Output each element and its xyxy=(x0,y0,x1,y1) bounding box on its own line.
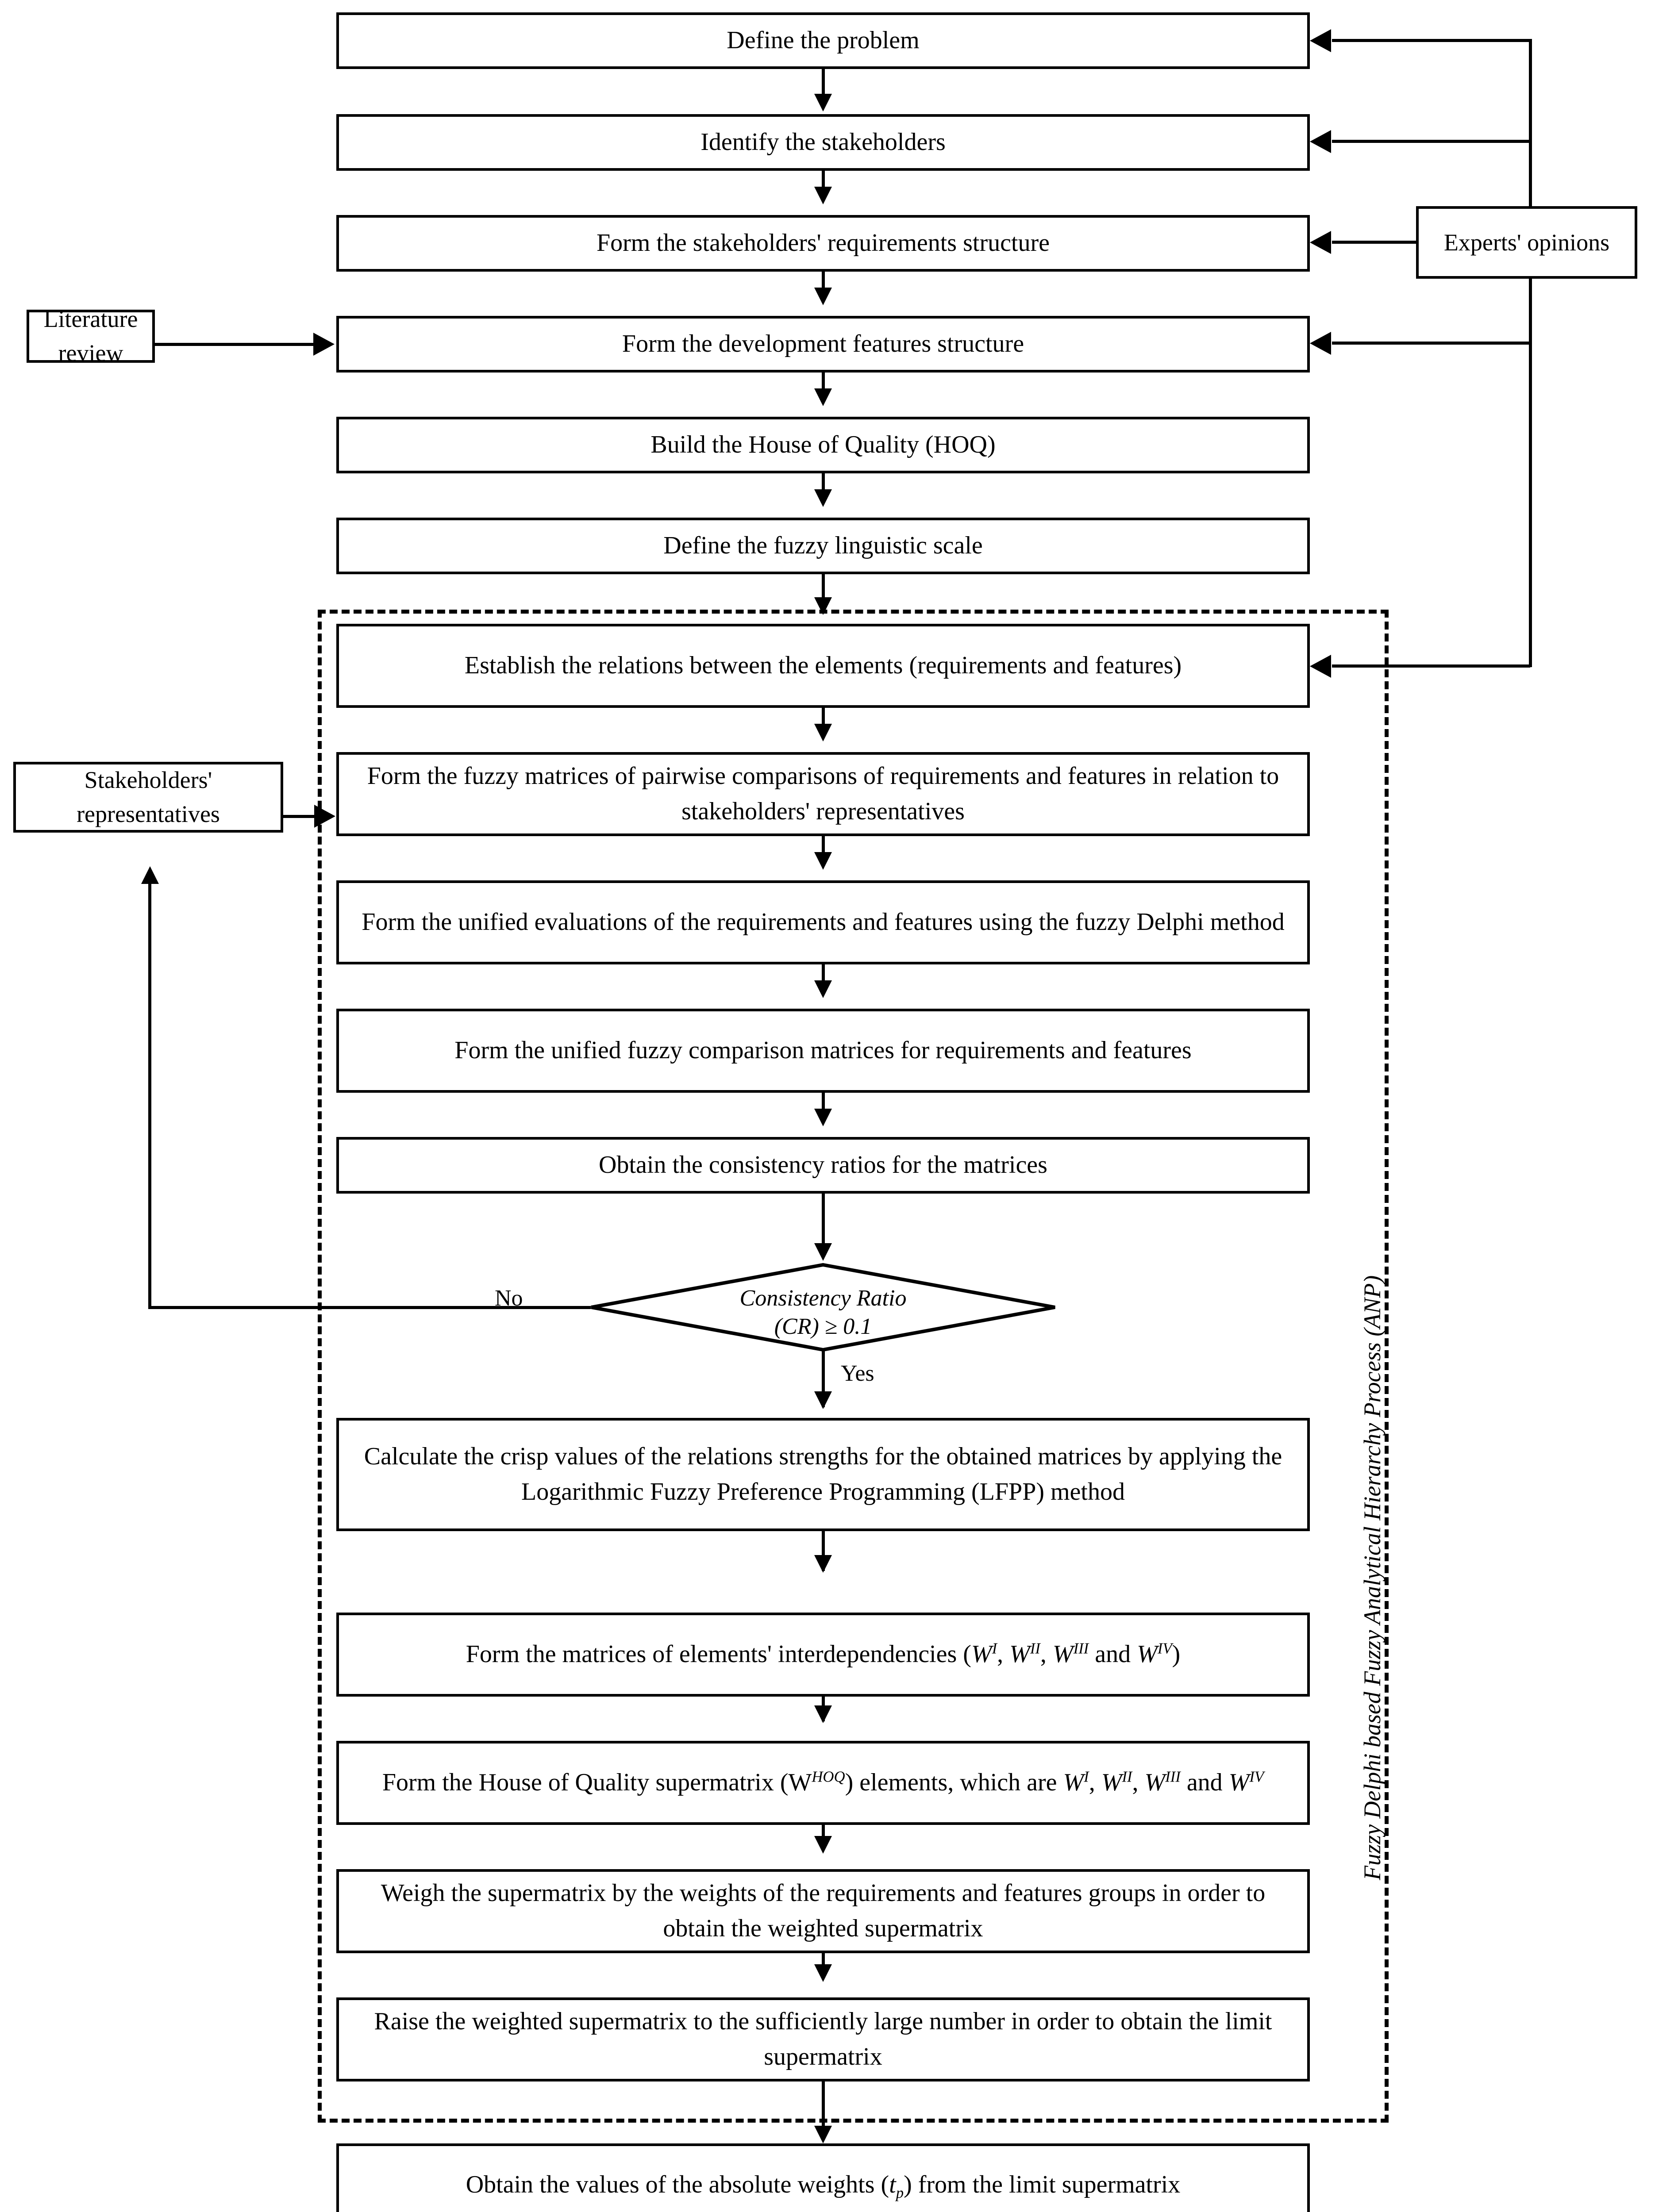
arrow-down-icon xyxy=(814,94,832,111)
step-build-hoq[interactable]: Build the House of Quality (HOQ) xyxy=(336,417,1310,473)
arrow-left-icon xyxy=(1310,332,1331,355)
experts-trunk-upper xyxy=(1529,39,1532,208)
connector-8-9 xyxy=(822,836,825,857)
arrow-down-icon xyxy=(814,1109,832,1126)
arrow-left-icon xyxy=(1310,130,1331,153)
connector-11-decision xyxy=(822,1194,825,1251)
step-label: Obtain the values of the absolute weight… xyxy=(466,2170,1181,2201)
experts-branch-5 xyxy=(1332,664,1530,668)
step-absolute-weights[interactable]: Obtain the values of the absolute weight… xyxy=(336,2143,1310,2212)
step-label: Form the unified evaluations of the requ… xyxy=(362,908,1285,936)
step-unified-matrices[interactable]: Form the unified fuzzy comparison matric… xyxy=(336,1009,1310,1093)
connector-12-13 xyxy=(822,1531,825,1571)
step-define-problem[interactable]: Define the problem xyxy=(336,12,1310,69)
step-lfpp[interactable]: Calculate the crisp values of the relati… xyxy=(336,1418,1310,1531)
step-label: Define the fuzzy linguistic scale xyxy=(663,532,983,560)
step-unified-evaluations[interactable]: Form the unified evaluations of the requ… xyxy=(336,880,1310,964)
step-fuzzy-scale[interactable]: Define the fuzzy linguistic scale xyxy=(336,518,1310,574)
experts-trunk-lower xyxy=(1529,277,1532,667)
step-features-structure[interactable]: Form the development features structure xyxy=(336,316,1310,373)
step-interdependencies[interactable]: Form the matrices of elements' interdepe… xyxy=(336,1613,1310,1697)
arrow-down-icon xyxy=(814,597,832,615)
connector-no-horizontal xyxy=(148,1306,591,1309)
connector-3-4 xyxy=(822,272,825,293)
arrow-down-icon xyxy=(814,489,832,507)
anp-scope-title: Fuzzy Delphi based Fuzzy Analytical Hier… xyxy=(1359,1275,1386,1880)
connector-16-17 xyxy=(822,2081,825,2139)
step-consistency-ratios[interactable]: Obtain the consistency ratios for the ma… xyxy=(336,1137,1310,1194)
step-weigh-supermatrix[interactable]: Weigh the supermatrix by the weights of … xyxy=(336,1869,1310,1953)
step-label: Form the unified fuzzy comparison matric… xyxy=(454,1037,1192,1064)
arrow-down-icon xyxy=(814,388,832,406)
step-limit-supermatrix[interactable]: Raise the weighted supermatrix to the su… xyxy=(336,1997,1310,2081)
connector-decision-yes xyxy=(822,1350,825,1407)
arrow-left-icon xyxy=(1310,655,1331,678)
step-label: Form the fuzzy matrices of pairwise comp… xyxy=(367,762,1279,825)
stakeholders-connector xyxy=(283,815,315,818)
decision-consistency-ratio[interactable]: Consistency Ratio (CR) ≥ 0.1 xyxy=(589,1263,1058,1352)
input-stakeholders-representatives[interactable]: Stakeholders' representatives xyxy=(13,762,283,833)
connector-1-2 xyxy=(822,69,825,96)
arrow-down-icon xyxy=(814,1243,832,1261)
literature-connector xyxy=(155,343,314,346)
step-label: Form the matrices of elements' interdepe… xyxy=(466,1640,1181,1668)
input-label: Literature review xyxy=(43,306,138,366)
step-label: Form the House of Quality supermatrix (W… xyxy=(382,1768,1264,1797)
arrow-down-icon xyxy=(814,187,832,204)
edge-label-yes: Yes xyxy=(841,1361,874,1386)
input-label: Stakeholders' representatives xyxy=(77,767,220,827)
input-label: Experts' opinions xyxy=(1443,229,1610,256)
connector-no-vertical xyxy=(148,880,151,1309)
step-establish-relations[interactable]: Establish the relations between the elem… xyxy=(336,624,1310,708)
experts-branch-4 xyxy=(1332,342,1530,345)
step-hoq-supermatrix[interactable]: Form the House of Quality supermatrix (W… xyxy=(336,1741,1310,1825)
arrow-down-icon xyxy=(814,1836,832,1854)
arrow-up-icon xyxy=(141,866,159,884)
arrow-left-icon xyxy=(1310,231,1331,254)
experts-branch-3 xyxy=(1332,241,1419,244)
arrow-down-icon xyxy=(814,288,832,305)
arrow-down-icon xyxy=(814,1964,832,1982)
connector-7-8 xyxy=(822,708,825,729)
input-experts-opinions[interactable]: Experts' opinions xyxy=(1416,206,1637,279)
arrow-right-icon xyxy=(314,805,335,828)
connector-2-3 xyxy=(822,171,825,192)
step-label: Identify the stakeholders xyxy=(700,128,946,156)
step-fuzzy-matrices[interactable]: Form the fuzzy matrices of pairwise comp… xyxy=(336,752,1310,836)
step-label: Form the development features structure xyxy=(622,330,1024,358)
arrow-down-icon xyxy=(814,980,832,998)
step-label: Define the problem xyxy=(727,27,920,54)
arrow-down-icon xyxy=(814,1391,832,1409)
step-requirements-structure[interactable]: Form the stakeholders' requirements stru… xyxy=(336,215,1310,272)
connector-5-6 xyxy=(822,473,825,495)
step-label: Build the House of Quality (HOQ) xyxy=(650,431,996,459)
step-label: Raise the weighted supermatrix to the su… xyxy=(374,2008,1272,2070)
connector-6-7 xyxy=(822,574,825,606)
arrow-down-icon xyxy=(814,1555,832,1573)
arrow-down-icon xyxy=(814,724,832,741)
input-literature-review[interactable]: Literature review xyxy=(27,306,155,366)
arrow-right-icon xyxy=(313,333,335,356)
connector-9-10 xyxy=(822,964,825,986)
arrow-down-icon xyxy=(814,852,832,870)
connector-4-5 xyxy=(822,373,825,394)
step-label: Form the stakeholders' requirements stru… xyxy=(596,229,1050,257)
step-label: Weigh the supermatrix by the weights of … xyxy=(381,1879,1266,1942)
step-label: Calculate the crisp values of the relati… xyxy=(364,1443,1282,1505)
connector-10-11 xyxy=(822,1093,825,1114)
step-label: Obtain the consistency ratios for the ma… xyxy=(599,1151,1047,1179)
arrow-left-icon xyxy=(1310,29,1331,52)
experts-branch-2 xyxy=(1332,140,1530,143)
experts-branch-1 xyxy=(1332,39,1530,42)
arrow-down-icon xyxy=(814,2126,832,2143)
step-identify-stakeholders[interactable]: Identify the stakeholders xyxy=(336,114,1310,171)
arrow-down-icon xyxy=(814,1705,832,1723)
step-label: Establish the relations between the elem… xyxy=(464,652,1182,680)
